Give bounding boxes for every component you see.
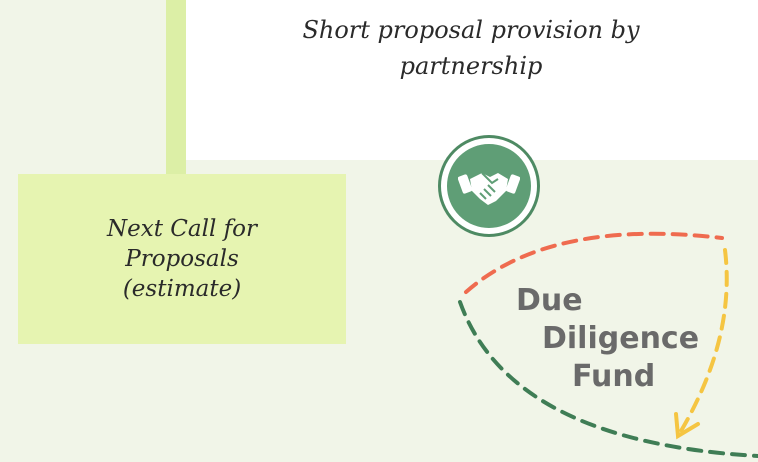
fund-label-line1: Due (516, 283, 583, 318)
cycle-arc-green (458, 300, 758, 458)
handshake-badge (441, 138, 537, 234)
provision-text: Short proposal provision by partnership (302, 16, 640, 80)
due-diligence-fund-label: Due Diligence Fund (480, 282, 720, 396)
connector-bar (166, 0, 186, 176)
provision-panel (186, 0, 758, 160)
handshake-icon (458, 172, 520, 205)
cycle-arrowhead (674, 412, 700, 440)
due-diligence-cycle (458, 231, 758, 458)
fund-label-line2: Diligence (542, 321, 700, 356)
fund-label-line3: Fund (572, 359, 656, 394)
next-call-text: Next Call for Proposals (estimate) (107, 216, 257, 302)
next-call-box: Next Call for Proposals (estimate) (18, 174, 346, 344)
cycle-arc-yellow (676, 248, 729, 438)
cycle-arc-red (464, 231, 724, 294)
